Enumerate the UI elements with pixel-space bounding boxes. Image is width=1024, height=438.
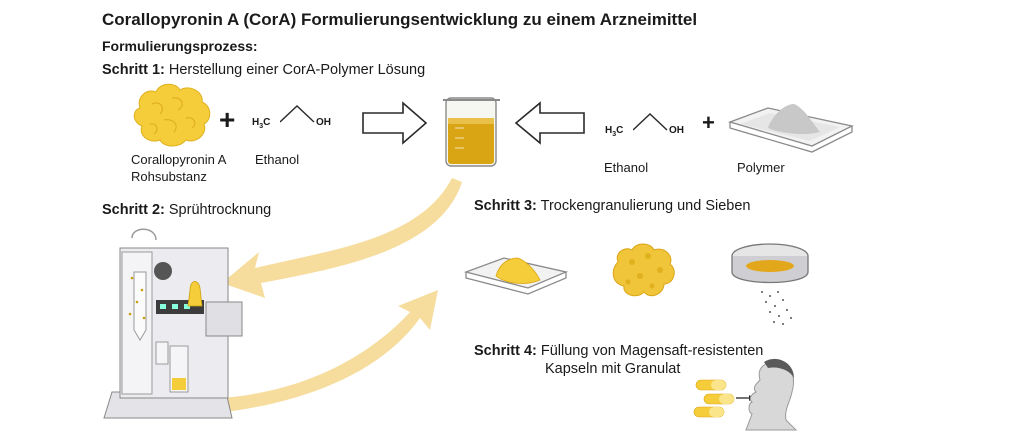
step-3-text: Trockengranulierung und Sieben (540, 198, 751, 214)
cora-label-line1: Corallopyronin A (131, 152, 227, 167)
ethanol-label-left: Ethanol (255, 152, 300, 167)
ethanol-structure-right: H3C OH (605, 112, 695, 142)
hollow-arrow-right (362, 101, 428, 145)
polymer-label: Polymer (737, 160, 785, 175)
step-1-heading: Schritt 1: Herstellung einer CorA-Polyme… (102, 62, 425, 78)
oh-group: OH (316, 117, 331, 128)
ethanol-label-right: Ethanol (604, 160, 649, 175)
step-1-text: Herstellung einer CorA-Polymer Lösung (168, 62, 426, 78)
ethanol-bond-lines (280, 105, 315, 123)
cora-label-line2: Rohsubstanz (131, 169, 207, 184)
cora-raw-substance-icon (133, 83, 211, 147)
step-4-heading: Schritt 4: Füllung von Magensaft-resiste… (474, 343, 763, 359)
step-1-prefix: Schritt 1: (102, 62, 165, 78)
step-4-text-line2: Kapseln mit Granulat (545, 361, 681, 377)
sieve-icon (731, 243, 809, 325)
beaker-solution-icon (443, 97, 500, 167)
capsules-icon (693, 379, 735, 418)
oh-group: OH (669, 125, 684, 136)
granulate-tray-icon (463, 257, 569, 295)
step-2-prefix: Schritt 2: (102, 202, 165, 218)
step-3-heading: Schritt 3: Trockengranulierung und Siebe… (474, 198, 750, 214)
polymer-tray-icon (727, 104, 854, 153)
curved-arrow-to-spray-dryer (222, 178, 462, 298)
step-3-prefix: Schritt 3: (474, 198, 537, 214)
hollow-arrow-left (514, 101, 585, 145)
step-2-text: Sprühtrocknung (168, 202, 272, 218)
plus-sign-left: + (219, 104, 236, 135)
step-4-prefix: Schritt 4: (474, 343, 537, 359)
step-4-text: Füllung von Magensaft-resistenten (540, 343, 764, 359)
granules-cluster-icon (612, 243, 675, 297)
page-title: Corallopyronin A (CorA) Formulierungsent… (102, 10, 698, 29)
process-subtitle: Formulierungsprozess: (102, 38, 258, 54)
ethanol-structure-left: H3C OH (252, 104, 342, 134)
person-head-icon (745, 358, 798, 431)
spray-dryer-icon (103, 228, 243, 419)
step-2-heading: Schritt 2: Sprühtrocknung (102, 202, 271, 218)
curved-arrow-to-granulation (222, 290, 438, 412)
ethanol-bond-lines (633, 113, 668, 131)
h3c-group: H3C (605, 125, 624, 138)
h3c-group: H3C (252, 117, 271, 130)
plus-sign-right: + (702, 110, 715, 135)
